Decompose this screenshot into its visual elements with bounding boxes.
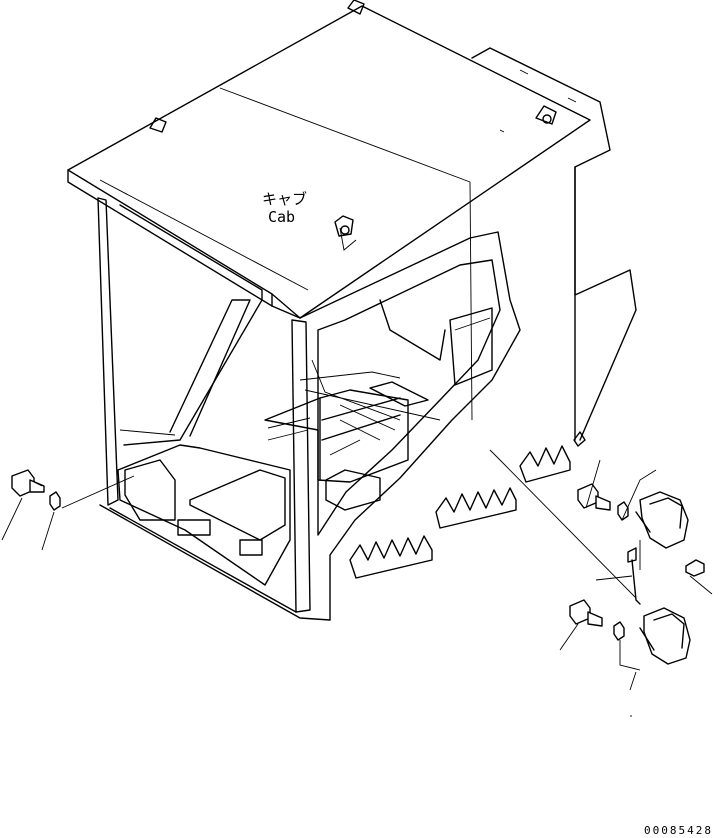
step-bracket-1	[349, 535, 433, 579]
front-left-pillar	[97, 197, 119, 506]
cab-assembly	[67, 0, 637, 621]
washer-left	[49, 491, 61, 511]
bolt-left	[11, 469, 45, 497]
leader-lines	[1, 449, 713, 717]
clip-upper-right	[617, 501, 629, 521]
clip-lower-right	[613, 621, 625, 641]
bolt-lower-right	[569, 599, 603, 627]
figure-number: 00085428	[644, 824, 713, 837]
cab-floor	[117, 444, 291, 586]
cab-label-jp: キャブ	[262, 190, 307, 208]
mirror-pin	[685, 559, 705, 577]
cab-label-en: Cab	[268, 208, 295, 226]
step-bracket-3	[519, 445, 571, 483]
mirror-upper	[635, 491, 689, 549]
mirror-stay	[627, 547, 641, 605]
bolt-upper-right	[577, 483, 611, 511]
mirror-lower	[639, 607, 691, 665]
front-corner-pillar	[291, 319, 311, 613]
step-bracket-2	[435, 487, 517, 529]
cab-roof	[67, 5, 591, 319]
